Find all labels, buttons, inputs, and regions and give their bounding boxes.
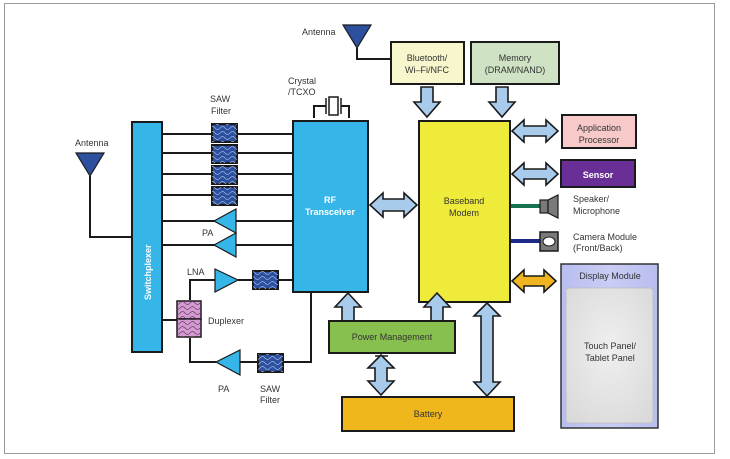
sensor-bus-arrow — [510, 161, 560, 187]
saw-filter-top-label-1: SAW — [210, 94, 231, 104]
duplexer-block — [176, 300, 202, 338]
speaker-icon — [539, 194, 559, 219]
touch-panel — [565, 287, 654, 424]
bluetooth-label-1: Bluetooth/ — [407, 53, 448, 63]
saw-filter-bank — [211, 123, 238, 206]
power-management-label: Power Management — [352, 332, 433, 342]
rf-transceiver-label-1: RF — [324, 195, 336, 205]
pa-upper-1-icon — [212, 207, 237, 235]
camera-icon — [539, 231, 559, 252]
crystal-wire — [313, 105, 350, 118]
rf-transceiver-label-2: Transceiver — [305, 207, 356, 217]
camera-label-2: (Front/Back) — [573, 243, 623, 253]
memory-label-1: Memory — [499, 53, 532, 63]
baseband-label-1: Baseband — [444, 196, 485, 206]
antenna-top-icon — [341, 24, 373, 50]
crystal-icon — [325, 96, 342, 116]
application-processor-block — [561, 114, 637, 149]
pa-upper-2-icon — [212, 231, 237, 259]
app-processor-label-1: Application — [577, 123, 621, 133]
saw-filter-bottom-label-2: Filter — [260, 395, 280, 405]
bluetooth-label-2: Wi–Fi/NFC — [405, 65, 449, 75]
antenna-top-wire — [356, 48, 391, 60]
lna-input-wire — [189, 279, 215, 283]
crystal-label-2: /TCXO — [288, 87, 316, 97]
memory-label-2: (DRAM/NAND) — [485, 65, 546, 75]
baseband-modem-block — [418, 120, 511, 303]
baseband-label-2: Modem — [449, 208, 479, 218]
rf-baseband-bus-arrow — [368, 191, 419, 219]
power-to-baseband-arrow — [422, 291, 452, 322]
bluetooth-wifi-nfc-block — [390, 41, 465, 85]
duplexer-bottom-wire — [189, 338, 216, 363]
display-module-label: Display Module — [579, 271, 641, 281]
camera-label-1: Camera Module — [573, 232, 637, 242]
rf-path-lines — [162, 133, 293, 246]
rf-transceiver-block — [292, 120, 369, 293]
pa-upper-label: PA — [202, 228, 213, 238]
sensor-label: Sensor — [583, 170, 614, 180]
switchplexer-block — [131, 121, 163, 353]
app-processor-label-2: Processor — [579, 135, 620, 145]
battery-label: Battery — [414, 409, 443, 419]
saw-filter-top-label-2: Filter — [211, 106, 231, 116]
memory-to-baseband-arrow — [487, 86, 517, 119]
pa-lower-label: PA — [218, 384, 229, 394]
power-battery-arrow — [366, 353, 396, 397]
baseband-battery-arrow — [472, 301, 502, 398]
app-processor-bus-arrow — [510, 118, 560, 144]
bluetooth-to-baseband-arrow — [412, 86, 442, 119]
crystal-label-1: Crystal — [288, 76, 316, 86]
figure-border — [4, 3, 715, 454]
saw-filter-bottom-label-1: SAW — [260, 384, 281, 394]
antenna-left-label: Antenna — [75, 138, 109, 148]
lna-icon — [214, 268, 240, 293]
speaker-label-2: Microphone — [573, 206, 620, 216]
antenna-top-label: Antenna — [302, 27, 336, 37]
touch-panel-label-2: Tablet Panel — [585, 353, 635, 363]
display-bus-arrow — [510, 268, 558, 294]
antenna-left-wire — [89, 176, 132, 238]
display-module-block — [560, 263, 659, 429]
speaker-label-1: Speaker/ — [573, 194, 610, 204]
memory-block — [470, 41, 560, 85]
power-management-block — [328, 320, 456, 354]
pa-lower-icon — [214, 349, 241, 377]
power-to-rf-arrow — [333, 291, 363, 322]
antenna-left-icon — [74, 152, 106, 178]
saw-to-rf-lower-wire — [283, 292, 312, 363]
switchplexer-label: Switchplexer — [143, 244, 153, 300]
lna-label: LNA — [187, 267, 205, 277]
duplexer-label: Duplexer — [208, 316, 244, 326]
battery-block — [341, 396, 515, 432]
touch-panel-label-1: Touch Panel/ — [584, 341, 637, 351]
sensor-block — [560, 159, 636, 188]
